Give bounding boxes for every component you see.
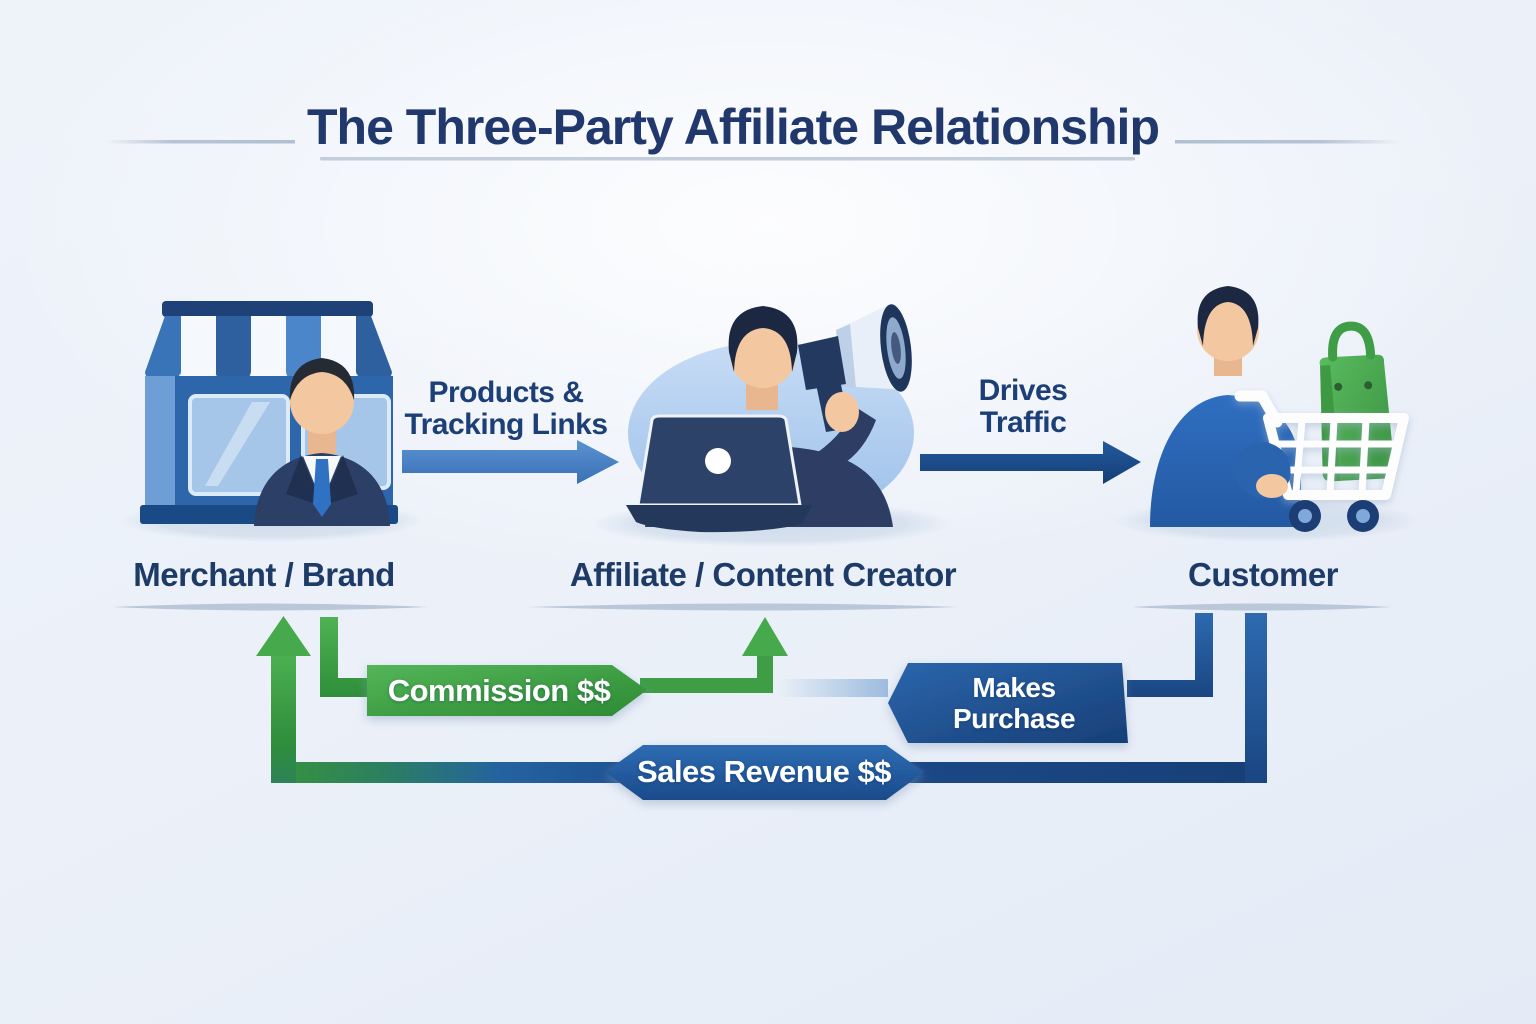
traffic-arrow-label-line2: Traffic (979, 406, 1067, 439)
megaphone-icon (798, 304, 912, 432)
title-rules (105, 140, 1401, 161)
products-arrow-label-line1: Products & (428, 376, 584, 409)
commission-arrow (742, 617, 788, 693)
commission-banner (367, 665, 647, 716)
purchase-banner-label-line2: Purchase (952, 703, 1076, 734)
merchant-label: Merchant / Brand (133, 556, 395, 593)
traffic-arrow (920, 441, 1141, 484)
purchase-flow-line (778, 613, 1213, 697)
purchase-banner (888, 663, 1128, 743)
merchant-person-icon (254, 358, 390, 526)
shopper-with-cart-icon (1150, 286, 1409, 532)
affiliate-label: Affiliate / Content Creator (569, 556, 957, 593)
customer-label: Customer (1187, 556, 1339, 593)
revenue-banner (605, 745, 924, 800)
commission-banner-label: Commission $$ (387, 673, 611, 708)
revenue-arrow (256, 616, 311, 783)
traffic-arrow-label-line1: Drives (978, 374, 1068, 407)
products-arrow (402, 440, 619, 484)
diagram-title: The Three-Party Affiliate Relationship (307, 99, 1160, 155)
products-arrow-label-line2: Tracking Links (404, 408, 608, 441)
purchase-banner-label: Makes Purchase (952, 672, 1076, 734)
traffic-arrow-label: Drives Traffic (979, 375, 1068, 439)
label-dividers (112, 603, 1392, 611)
purchase-banner-label-line1: Makes (972, 672, 1056, 703)
laptop-icon (626, 414, 812, 533)
creator-with-megaphone-laptop-icon (626, 304, 914, 533)
shopping-bag-icon (1319, 321, 1395, 482)
products-arrow-label: Products & Tracking Links (404, 376, 608, 441)
commission-flow-line (320, 617, 788, 697)
revenue-banner-label: Sales Revenue $$ (637, 754, 891, 789)
